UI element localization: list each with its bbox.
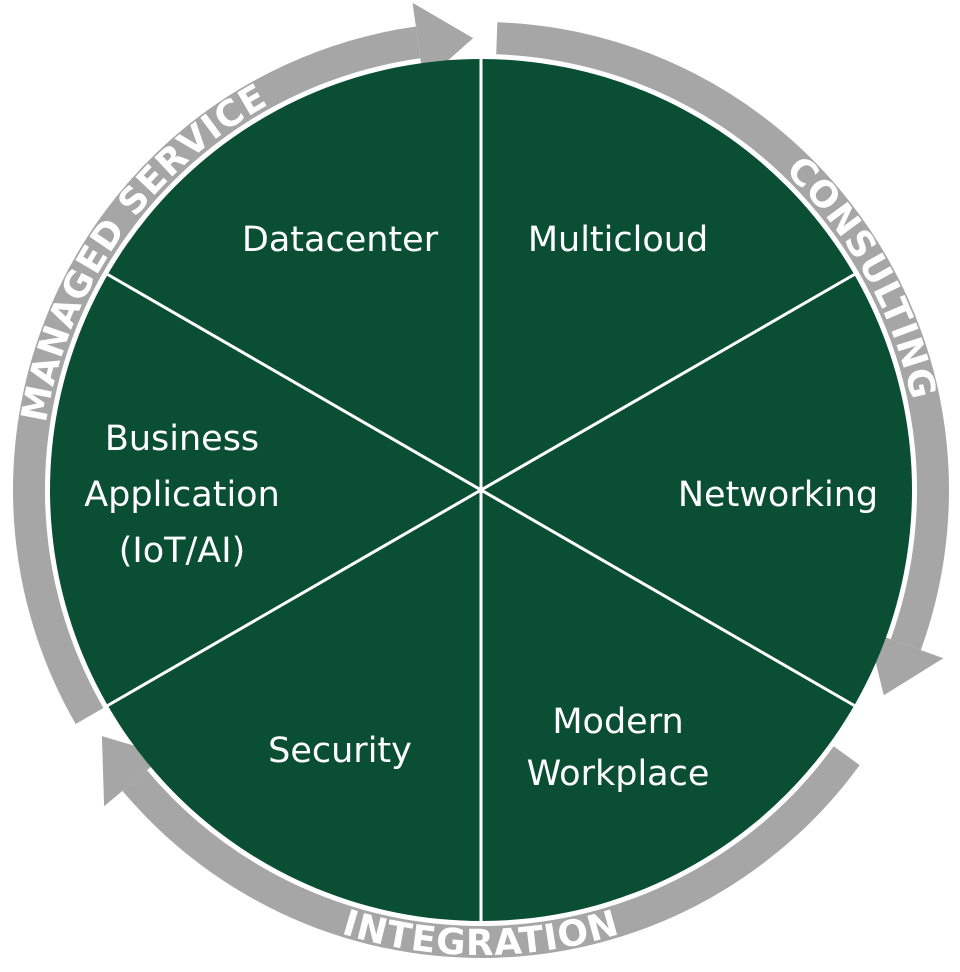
- segment-dividers: [106, 59, 856, 921]
- segment-networking: Networking: [678, 475, 878, 515]
- segment-datacenter: Datacenter: [242, 220, 439, 260]
- arrow-shaft: [13, 26, 421, 724]
- arrowhead-icon: [412, 2, 474, 83]
- managed-service-arrow: [13, 2, 474, 724]
- segment-multicloud: Multicloud: [528, 220, 708, 260]
- arrow-shaft: [496, 22, 949, 651]
- arrowhead-icon: [868, 630, 944, 696]
- consulting-arrow: [496, 22, 949, 696]
- arrow-shaft: [122, 746, 860, 958]
- segment-security: Security: [268, 731, 412, 771]
- process-ring: [13, 2, 949, 958]
- divider-line: [106, 273, 856, 707]
